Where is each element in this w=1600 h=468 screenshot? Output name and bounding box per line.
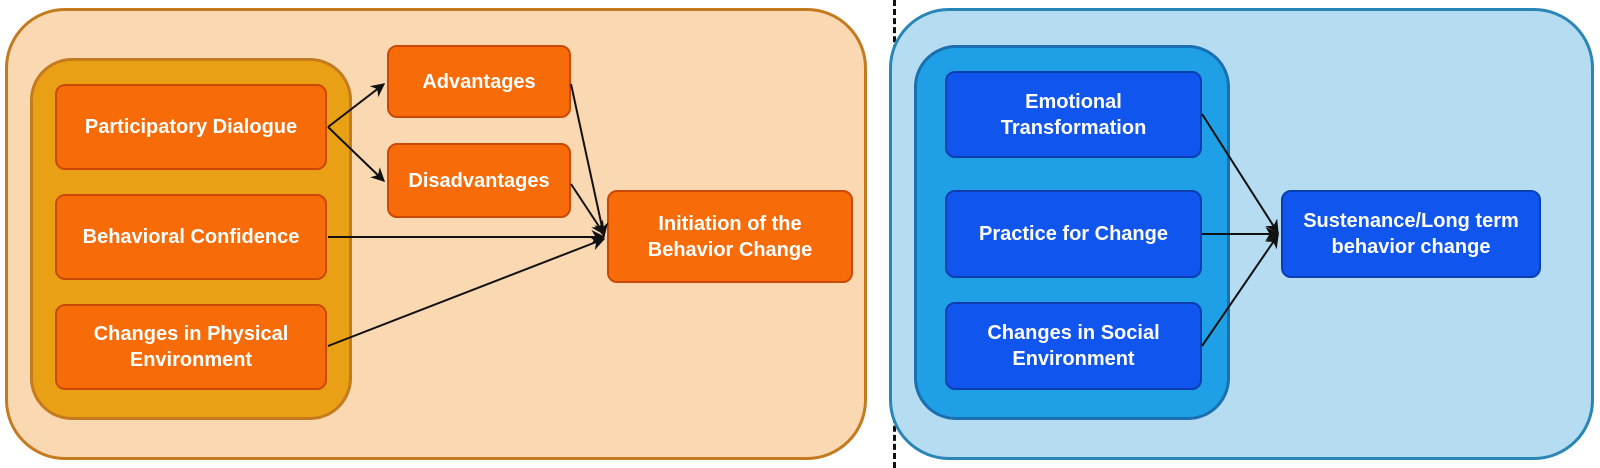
arrow-advantages-to-initiation [570, 83, 609, 238]
sustenance-long-term-behavior-change-node: Sustenance/Long term behavior change [1281, 190, 1541, 278]
emotional-transformation-node: Emotional Transformation [945, 71, 1202, 158]
arrow-social-to-sustenance [1201, 233, 1279, 347]
advantages-node: Advantages [387, 45, 571, 118]
changes-in-social-environment-node: Changes in Social Environment [945, 302, 1202, 390]
arrow-participatory-to-disadvantages [327, 126, 386, 182]
arrow-emotional-to-sustenance [1201, 113, 1279, 235]
disadvantages-node: Disadvantages [387, 143, 571, 218]
changes-in-physical-environment-node: Changes in Physical Environment [55, 304, 327, 390]
behavioral-confidence-node: Behavioral Confidence [55, 194, 327, 280]
arrow-disadvantages-to-initiation [570, 183, 605, 236]
arrow-physical-to-initiation [327, 237, 606, 347]
initiation-of-behavior-change-node: Initiation of the Behavior Change [607, 190, 853, 283]
practice-for-change-node: Practice for Change [945, 190, 1202, 278]
arrow-participatory-to-advantages [327, 83, 386, 128]
participatory-dialogue-node: Participatory Dialogue [55, 84, 327, 170]
